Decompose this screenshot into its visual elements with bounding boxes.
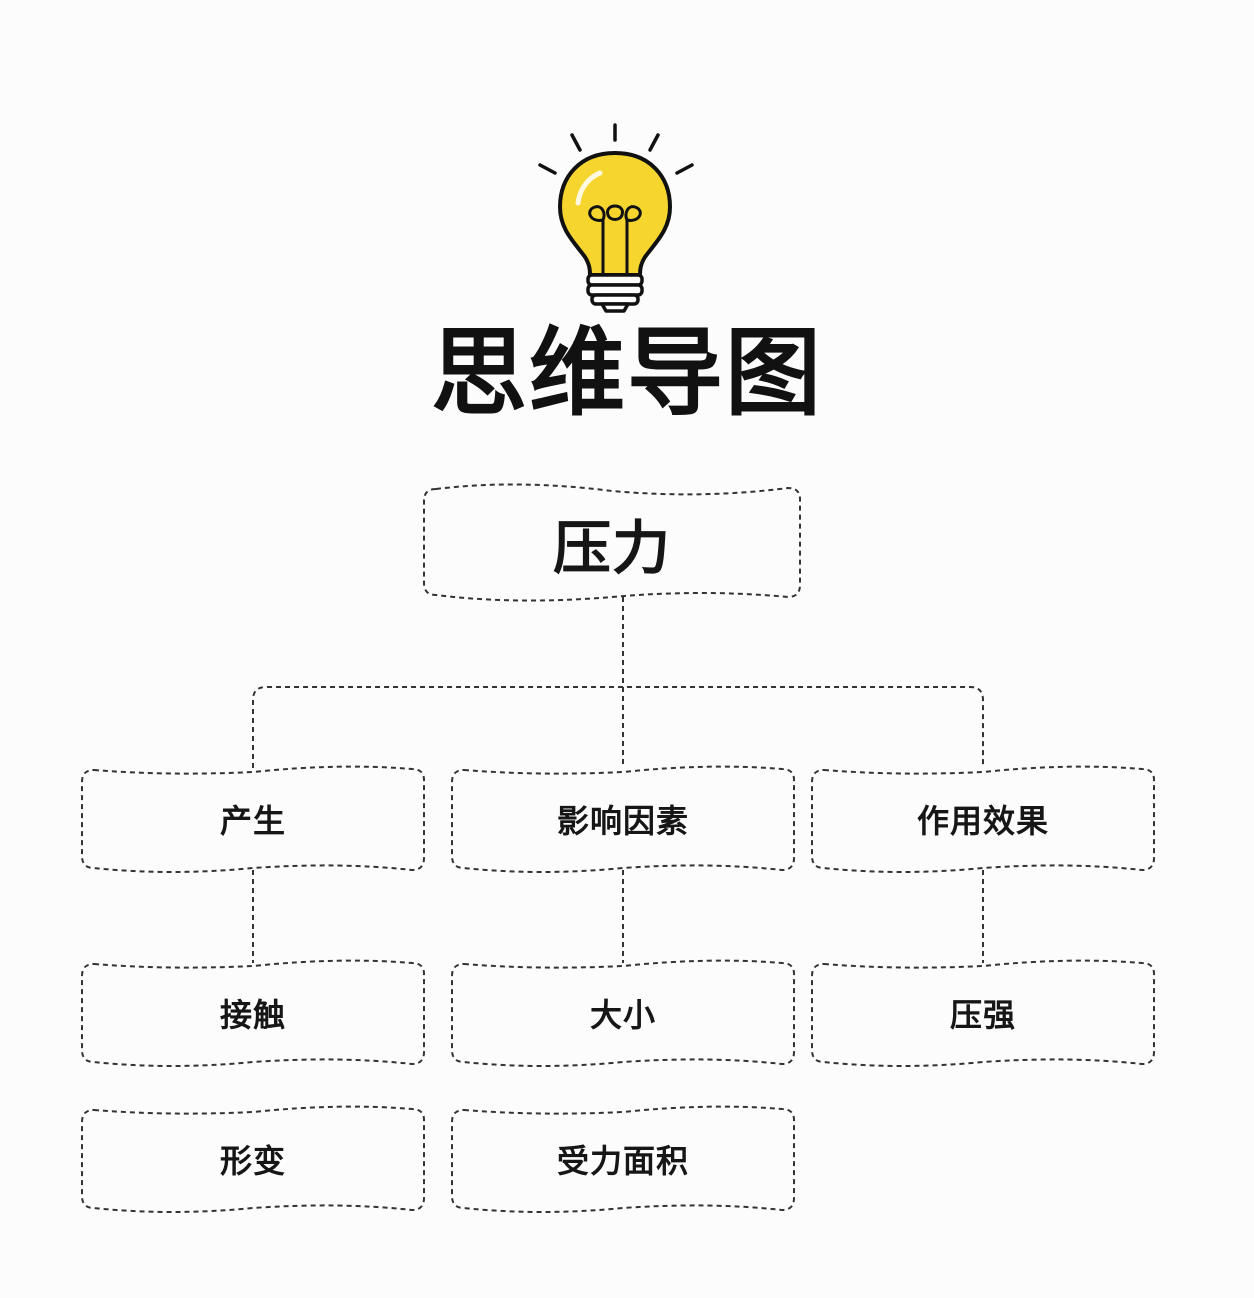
lightbulb-icon — [538, 123, 694, 313]
leaf-node-magnitude: 大小 — [450, 959, 796, 1067]
branch-label-3: 作用效果 — [916, 802, 1049, 840]
leaf-label: 接触 — [219, 996, 286, 1034]
root-node: 压力 — [422, 483, 802, 602]
root-label: 压力 — [552, 513, 671, 582]
branch-label-2: 影响因素 — [556, 802, 689, 840]
branch-node-1: 产生 — [80, 765, 426, 873]
leaf-label: 压强 — [949, 996, 1016, 1034]
leaf-label: 受力面积 — [556, 1142, 689, 1180]
leaf-label: 大小 — [589, 996, 656, 1034]
leaf-label: 形变 — [219, 1142, 286, 1180]
leaf-node-pressure: 压强 — [810, 959, 1156, 1067]
branch-node-3: 作用效果 — [810, 765, 1156, 873]
connector-bus — [252, 686, 984, 768]
branch-node-2: 影响因素 — [450, 765, 796, 873]
branch-label-1: 产生 — [219, 802, 286, 840]
leaf-node-deformation: 形变 — [80, 1105, 426, 1213]
leaf-node-contact-area: 受力面积 — [450, 1105, 796, 1213]
leaf-node-contact: 接触 — [80, 959, 426, 1067]
page-title: 思维导图 — [431, 317, 823, 429]
